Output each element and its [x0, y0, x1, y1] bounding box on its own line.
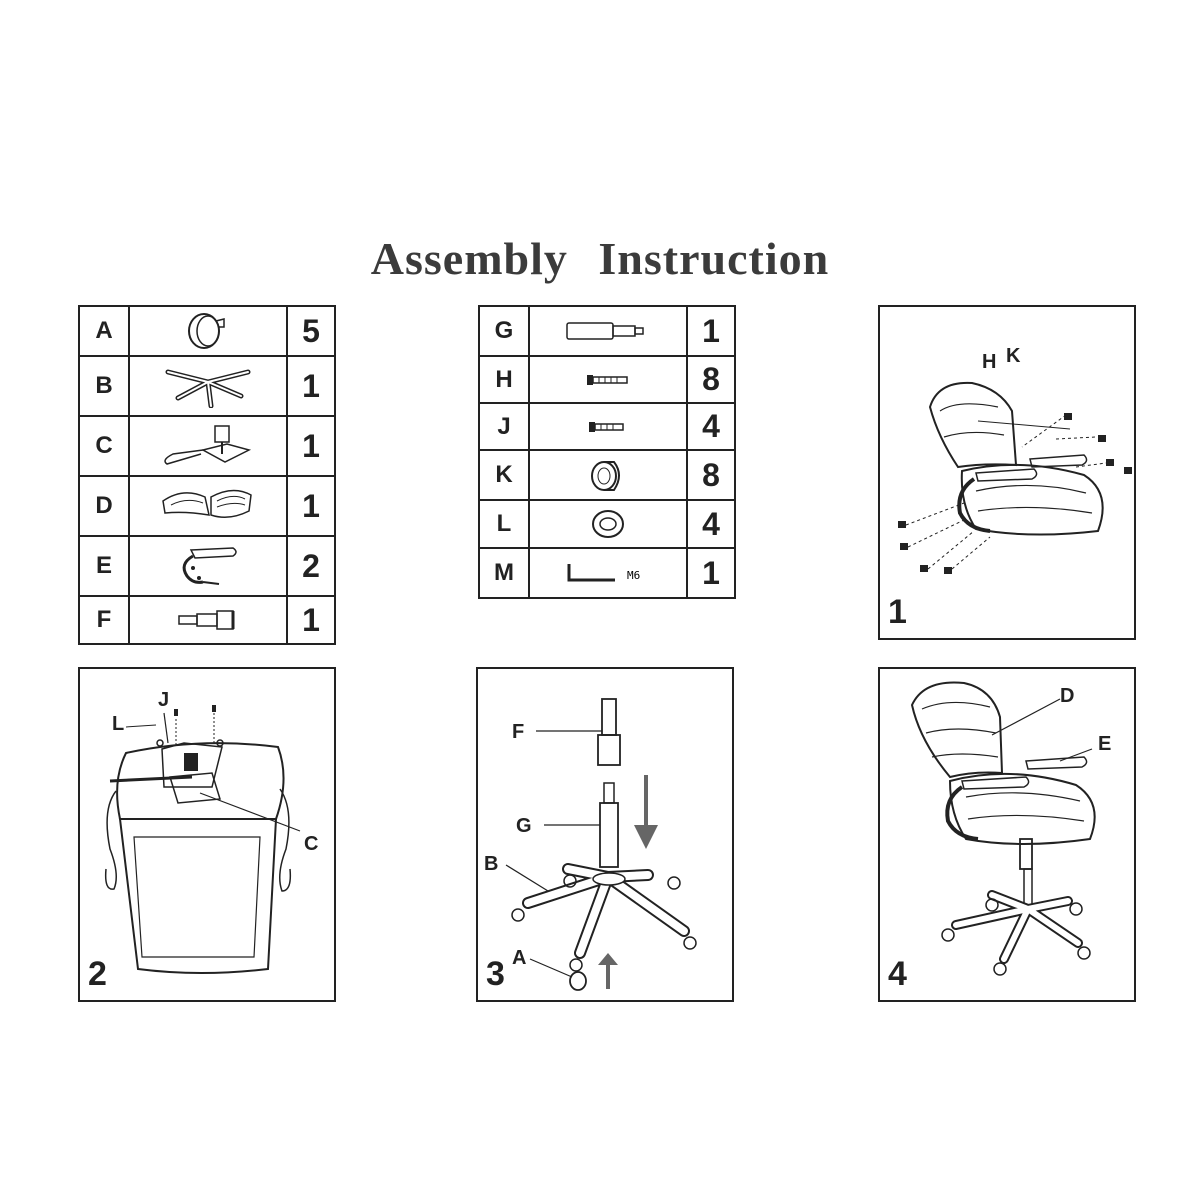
step-3-panel: F G B A 3: [476, 667, 734, 1002]
base-cylinder-step-illustration: [505, 698, 697, 991]
washer-icon: [528, 499, 688, 549]
callout-c: C: [304, 833, 319, 855]
part-letter: F: [78, 595, 130, 645]
callout-k: K: [1006, 345, 1021, 367]
part-letter: B: [78, 355, 130, 417]
part-qty: 8: [686, 355, 736, 404]
step-1-panel: H K 1: [878, 305, 1136, 640]
chair-armrest-step-illustration: [898, 381, 1132, 574]
callout-d: D: [1060, 685, 1075, 707]
callout-b: B: [484, 853, 499, 875]
part-row-d: D 1: [78, 475, 336, 537]
allen-key-icon: M6: [528, 547, 688, 599]
mechanism-seat-step-illustration: [104, 705, 301, 974]
part-qty: 1: [286, 415, 336, 477]
callout-f: F: [512, 721, 525, 743]
callout-e: E: [1098, 733, 1112, 755]
part-qty: 5: [286, 305, 336, 357]
part-row-f: F 1: [78, 595, 336, 645]
callout-a: A: [512, 947, 527, 969]
part-row-e: E 2: [78, 535, 336, 597]
gas-cylinder-icon: [528, 305, 688, 357]
step-number: 4: [888, 955, 907, 993]
part-qty: 1: [686, 305, 736, 357]
long-bolt-icon: [528, 355, 688, 404]
armrest-icon: [128, 535, 288, 597]
step-number: 1: [888, 593, 907, 631]
part-row-k: K 8: [478, 449, 736, 501]
part-letter: D: [78, 475, 130, 537]
part-qty: 8: [686, 449, 736, 501]
part-row-m: M M6 1: [478, 547, 736, 599]
callout-g: G: [516, 815, 532, 837]
part-letter: J: [478, 402, 530, 451]
part-row-j: J 4: [478, 402, 736, 451]
part-qty: 1: [286, 475, 336, 537]
part-letter: H: [478, 355, 530, 404]
part-letter: K: [478, 449, 530, 501]
parts-table-left: A 5 B 1 C 1 D 1 E 2 F 1: [78, 305, 336, 645]
part-row-l: L 4: [478, 499, 736, 549]
step-4-panel: D E 4: [878, 667, 1136, 1002]
step-number: 3: [486, 955, 505, 993]
part-qty: 4: [686, 402, 736, 451]
part-qty: 1: [686, 547, 736, 599]
seat-backrest-icon: [128, 475, 288, 537]
part-qty: 4: [686, 499, 736, 549]
caster-wheel-icon: [128, 305, 288, 357]
callout-j: J: [158, 689, 170, 711]
part-letter: E: [78, 535, 130, 597]
page-title: Assembly Instruction: [370, 233, 830, 284]
assembled-chair-illustration: [910, 681, 1096, 976]
part-letter: C: [78, 415, 130, 477]
allen-key-size-label: M6: [627, 569, 640, 582]
step-number: 2: [88, 955, 107, 993]
gas-lift-cover-icon: [128, 595, 288, 645]
part-letter: A: [78, 305, 130, 357]
spacer-ring-icon: [528, 449, 688, 501]
short-bolt-icon: [528, 402, 688, 451]
part-qty: 1: [286, 355, 336, 417]
callout-h: H: [982, 351, 997, 373]
tilt-mechanism-icon: [128, 415, 288, 477]
part-letter: L: [478, 499, 530, 549]
part-row-b: B 1: [78, 355, 336, 417]
part-letter: G: [478, 305, 530, 357]
parts-table-right: G 1 H 8 J 4 K 8 L 4 M M6: [478, 305, 736, 599]
part-row-a: A 5: [78, 305, 336, 357]
part-qty: 2: [286, 535, 336, 597]
part-row-h: H 8: [478, 355, 736, 404]
part-row-c: C 1: [78, 415, 336, 477]
five-star-base-icon: [128, 355, 288, 417]
step-2-panel: J L C 2: [78, 667, 336, 1002]
callout-l: L: [112, 713, 125, 735]
part-row-g: G 1: [478, 305, 736, 357]
part-qty: 1: [286, 595, 336, 645]
part-letter: M: [478, 547, 530, 599]
